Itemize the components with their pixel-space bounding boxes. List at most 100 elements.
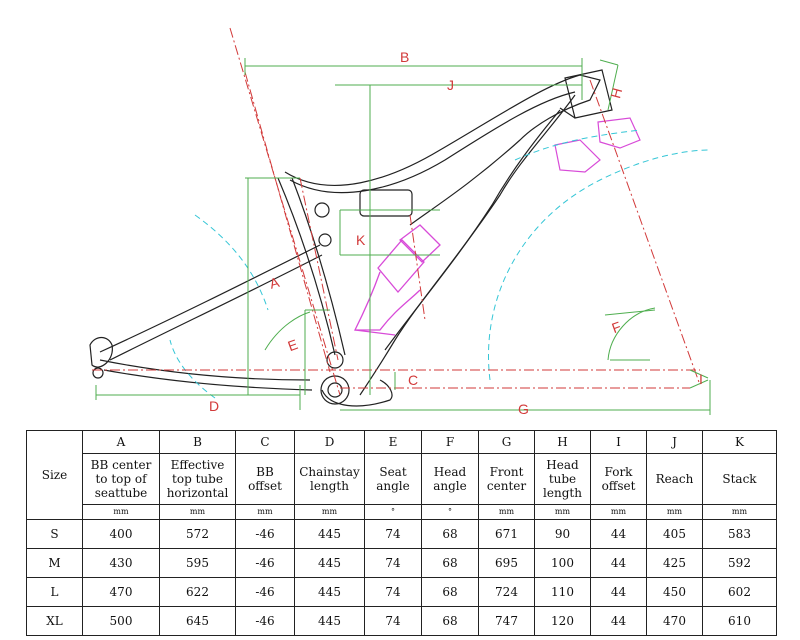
- col-unit-j: mm: [646, 504, 703, 520]
- col-desc-g: Front center: [478, 453, 535, 505]
- value-cell: 572: [159, 519, 236, 549]
- label-d: D: [209, 398, 219, 414]
- value-cell: 100: [534, 548, 591, 578]
- value-cell: 68: [421, 577, 479, 607]
- col-unit-i: mm: [590, 504, 647, 520]
- value-cell: 425: [646, 548, 703, 578]
- label-g: G: [518, 401, 529, 417]
- value-cell: 724: [478, 577, 535, 607]
- col-desc-e: Seat angle: [364, 453, 422, 505]
- value-cell: 622: [159, 577, 236, 607]
- size-cell: L: [26, 577, 83, 607]
- col-desc-f: Head angle: [421, 453, 479, 505]
- value-cell: 583: [702, 519, 777, 549]
- col-letter-f: F: [421, 430, 479, 454]
- value-cell: 110: [534, 577, 591, 607]
- value-cell: -46: [235, 519, 295, 549]
- col-unit-g: mm: [478, 504, 535, 520]
- col-unit-f: °: [421, 504, 479, 520]
- value-cell: 602: [702, 577, 777, 607]
- value-cell: 695: [478, 548, 535, 578]
- label-k: K: [356, 232, 366, 248]
- label-h: H: [607, 86, 625, 100]
- col-letter-d: D: [294, 430, 365, 454]
- col-letter-a: A: [82, 430, 160, 454]
- col-desc-j: Reach: [646, 453, 703, 505]
- col-letter-k: K: [702, 430, 777, 454]
- value-cell: -46: [235, 548, 295, 578]
- bike-frame-drawing: [89, 69, 613, 407]
- value-cell: 470: [82, 577, 160, 607]
- value-cell: 445: [294, 577, 365, 607]
- value-cell: 450: [646, 577, 703, 607]
- value-cell: 120: [534, 606, 591, 636]
- table-row: XL 500 645 -46 445 74 68 747 120 44 470 …: [26, 606, 777, 636]
- col-unit-d: mm: [294, 504, 365, 520]
- green-dimension-lines: [95, 58, 711, 415]
- col-unit-k: mm: [702, 504, 777, 520]
- value-cell: 74: [364, 577, 422, 607]
- value-cell: 747: [478, 606, 535, 636]
- size-cell: M: [26, 548, 83, 578]
- col-desc-k: Stack: [702, 453, 777, 505]
- col-letter-i: I: [590, 430, 647, 454]
- red-dimension-lines: [92, 27, 701, 396]
- value-cell: 74: [364, 519, 422, 549]
- value-cell: 445: [294, 606, 365, 636]
- col-desc-h: Head tube length: [534, 453, 591, 505]
- col-unit-a: mm: [82, 504, 160, 520]
- value-cell: 595: [159, 548, 236, 578]
- col-desc-b: Effective top tube horizontal: [159, 453, 236, 505]
- value-cell: 645: [159, 606, 236, 636]
- value-cell: 68: [421, 519, 479, 549]
- size-cell: S: [26, 519, 83, 549]
- col-letter-e: E: [364, 430, 422, 454]
- label-f: F: [610, 318, 624, 336]
- value-cell: 68: [421, 548, 479, 578]
- value-cell: 44: [590, 519, 647, 549]
- value-cell: 671: [478, 519, 535, 549]
- value-cell: 445: [294, 548, 365, 578]
- value-cell: 68: [421, 606, 479, 636]
- label-b: B: [400, 49, 409, 65]
- frame-geometry-diagram: B J H K A E C D G F I: [89, 27, 711, 417]
- value-cell: 500: [82, 606, 160, 636]
- size-cell: XL: [26, 606, 83, 636]
- col-unit-h: mm: [534, 504, 591, 520]
- value-cell: 405: [646, 519, 703, 549]
- reference-arcs: [169, 129, 711, 399]
- col-desc-a: BB center to top of seattube: [82, 453, 160, 505]
- label-j: J: [447, 77, 454, 93]
- value-cell: 400: [82, 519, 160, 549]
- water-bottle-drawing: [353, 224, 441, 336]
- col-letter-b: B: [159, 430, 236, 454]
- value-cell: -46: [235, 577, 295, 607]
- col-unit-c: mm: [235, 504, 295, 520]
- col-letter-h: H: [534, 430, 591, 454]
- col-letter-g: G: [478, 430, 535, 454]
- label-e: E: [286, 336, 300, 354]
- value-cell: 90: [534, 519, 591, 549]
- table-row: L 470 622 -46 445 74 68 724 110 44 450 6…: [26, 577, 777, 607]
- value-cell: -46: [235, 606, 295, 636]
- value-cell: 430: [82, 548, 160, 578]
- col-unit-b: mm: [159, 504, 236, 520]
- value-cell: 610: [702, 606, 777, 636]
- value-cell: 470: [646, 606, 703, 636]
- size-header: Size: [26, 430, 83, 520]
- value-cell: 74: [364, 548, 422, 578]
- table-row: M 430 595 -46 445 74 68 695 100 44 425 5…: [26, 548, 777, 578]
- col-unit-e: °: [364, 504, 422, 520]
- value-cell: 74: [364, 606, 422, 636]
- geometry-table: Size A B C D E F G H I J K BB center to …: [26, 430, 777, 636]
- col-letter-j: J: [646, 430, 703, 454]
- value-cell: 445: [294, 519, 365, 549]
- col-desc-d: Chainstay length: [294, 453, 365, 505]
- col-letter-c: C: [235, 430, 295, 454]
- label-i: I: [699, 371, 703, 387]
- label-c: C: [408, 372, 418, 388]
- value-cell: 44: [590, 548, 647, 578]
- table-row: S 400 572 -46 445 74 68 671 90 44 405 58…: [26, 519, 777, 549]
- value-cell: 44: [590, 606, 647, 636]
- fork-crown-drawing: [554, 117, 641, 173]
